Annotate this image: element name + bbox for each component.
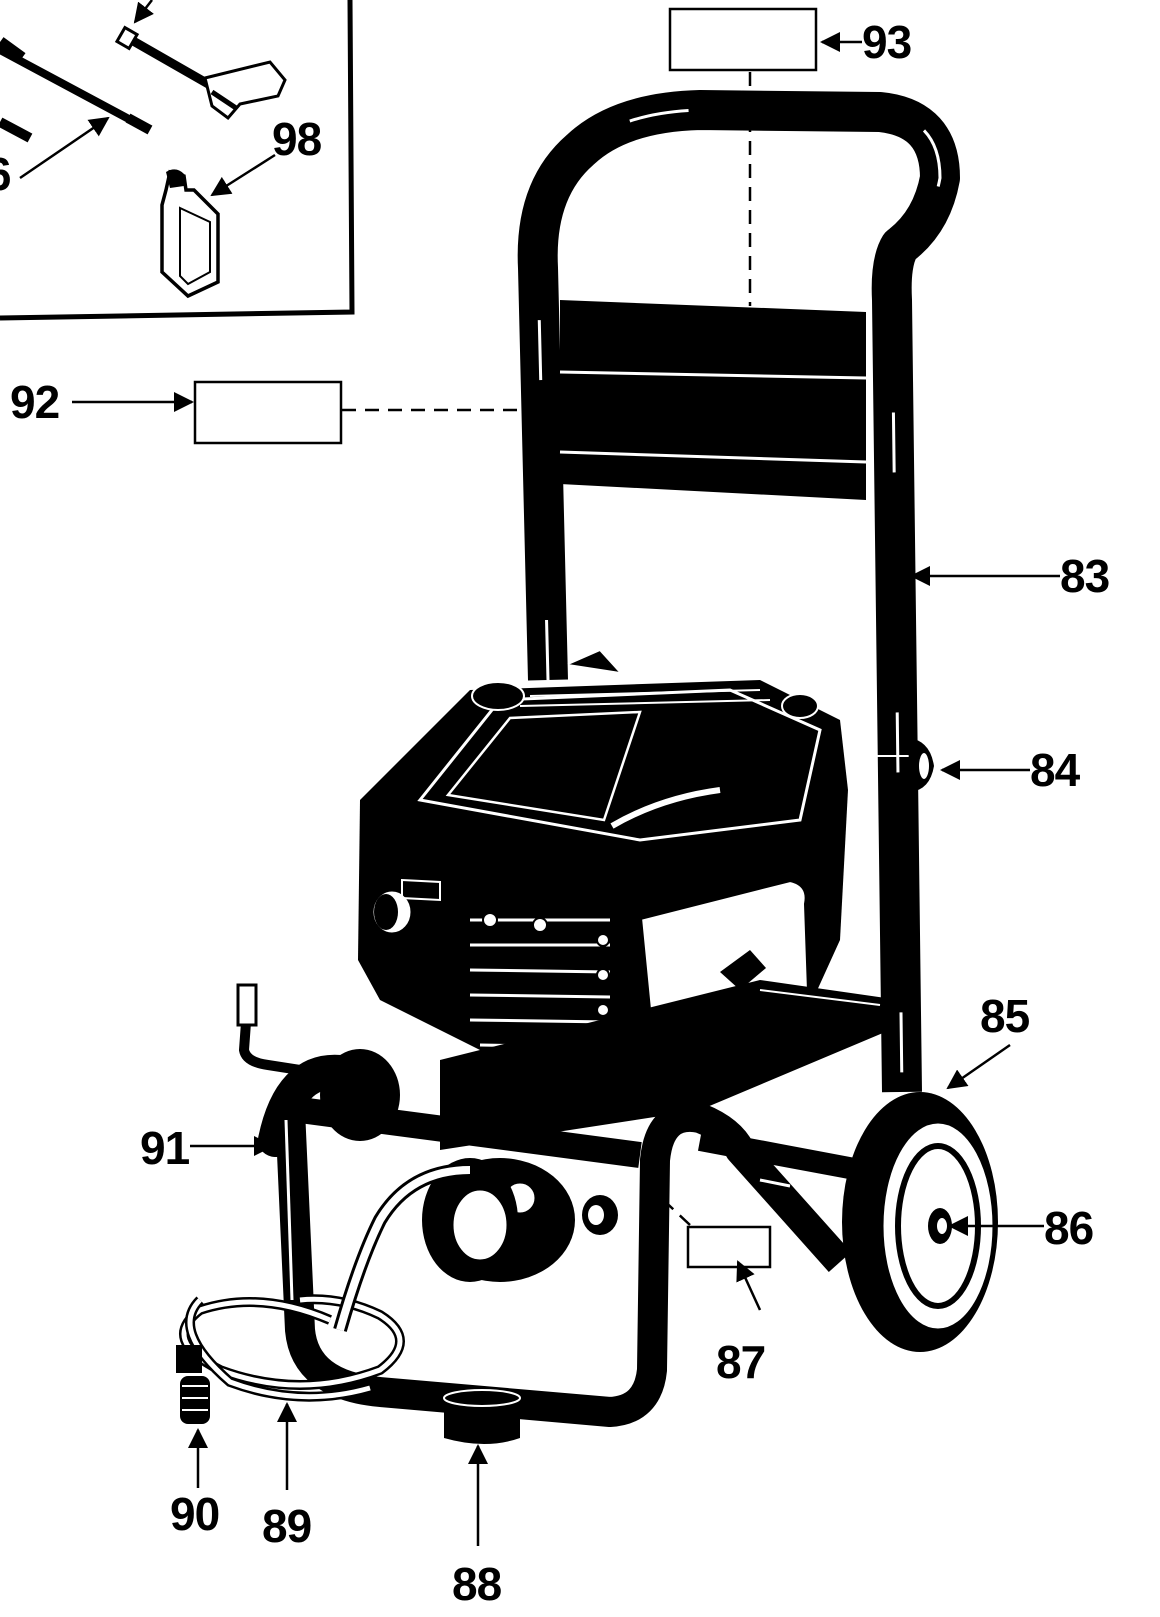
frame-knob <box>908 738 934 792</box>
callout-85-leader <box>946 1043 1011 1090</box>
decal-87-box <box>686 1225 772 1269</box>
callout-88: 88 <box>452 1558 502 1610</box>
spray-gun-illustration <box>114 0 287 121</box>
base-plate <box>440 980 900 1150</box>
callout-90: 90 <box>170 1488 219 1540</box>
decal-93-box <box>668 7 818 72</box>
callout-86: 86 <box>1044 1202 1093 1254</box>
callout-98-leader <box>210 153 276 197</box>
left-wheel <box>422 1158 518 1282</box>
callout-96-leader <box>19 116 110 180</box>
callout-93: 93 <box>862 16 911 68</box>
engine <box>358 648 848 1080</box>
decal-92-box <box>193 380 343 445</box>
callout-91: 91 <box>140 1122 190 1174</box>
accessory-inset: 6 98 <box>0 0 355 321</box>
callout-83: 83 <box>1060 550 1109 602</box>
gun-holder <box>236 983 400 1141</box>
decal-87-dash <box>639 1177 691 1226</box>
right-wheel <box>842 1092 998 1352</box>
label-92-group: 92 <box>10 376 625 445</box>
oil-bottle-illustration <box>160 169 220 299</box>
callout-87: 87 <box>716 1336 765 1388</box>
handle-frame <box>517 90 960 1093</box>
hose-fitting <box>176 1345 210 1424</box>
callout-96: 6 <box>0 148 11 200</box>
callout-98: 98 <box>272 113 322 165</box>
rubber-foot <box>443 1389 521 1444</box>
label-93-group: 93 <box>668 7 912 306</box>
callout-85: 85 <box>980 990 1030 1042</box>
high-pressure-hose <box>179 1163 471 1402</box>
lance-illustration <box>0 37 153 143</box>
callout-92: 92 <box>10 376 59 428</box>
callout-87-leader <box>736 1260 762 1311</box>
callout-84: 84 <box>1030 744 1081 796</box>
callout-89: 89 <box>262 1500 311 1552</box>
